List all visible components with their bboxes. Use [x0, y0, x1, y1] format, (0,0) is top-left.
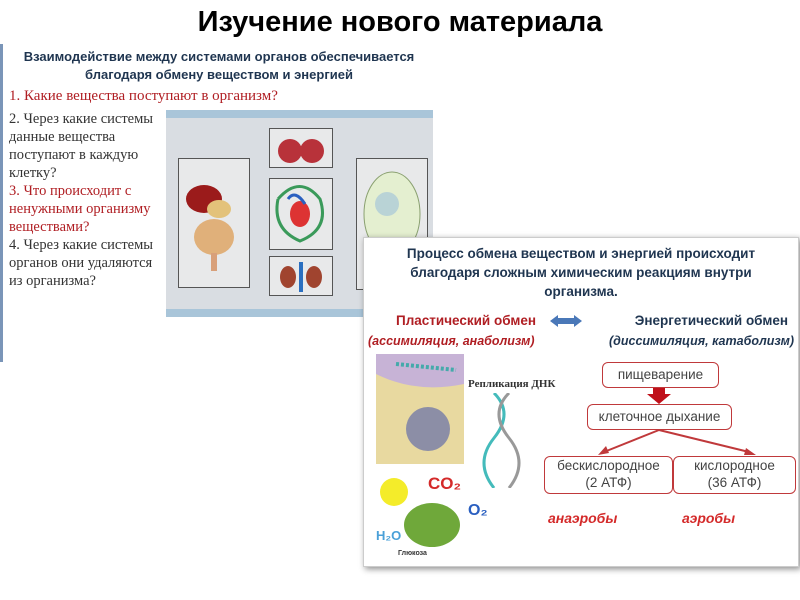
anaerobes-label: анаэробы — [548, 510, 618, 526]
respiratory-system-box — [269, 128, 333, 168]
question-4: 4. Через какие системы органов они удаля… — [9, 237, 154, 289]
organ-systems-diagram — [166, 110, 433, 317]
h2o-label: H₂O — [376, 528, 402, 543]
anaerobic-atp: (2 АТФ) — [585, 475, 632, 490]
questions-list: 2. Через какие системы данные вещества п… — [9, 110, 164, 290]
excretory-system-box — [269, 256, 333, 296]
double-arrow-icon — [550, 315, 582, 327]
digestive-system-box — [178, 158, 250, 288]
aerobic-atp: (36 АТФ) — [707, 475, 762, 490]
anaerobic-label: бескислородное — [557, 458, 660, 473]
heading-line: Взаимодействие между системами органов о… — [23, 49, 415, 64]
aerobic-box: кислородное (36 АТФ) — [673, 456, 796, 494]
heading-line: благодаря обмену веществом и энергией — [85, 67, 353, 82]
glucose-label: Глюкоза — [398, 550, 427, 557]
heading-line: Процесс обмена веществом и энергией прои… — [406, 246, 756, 261]
protein-synthesis-image — [376, 354, 464, 464]
heading-line: благодаря сложным химическим реакциям вн… — [410, 265, 752, 280]
question-2: 2. Через какие системы данные вещества п… — [9, 111, 154, 181]
slide-title: Изучение нового материала — [197, 6, 603, 38]
question-3: 3. Что происходит с ненужными организму … — [9, 183, 151, 235]
photosynthesis-image — [380, 478, 460, 547]
panel1-heading: Взаимодействие между системами органов о… — [3, 48, 435, 84]
digestive-organs-icon — [186, 185, 234, 271]
metabolism-panel: Процесс обмена веществом и энергией прои… — [363, 237, 799, 567]
down-arrow-icon — [647, 388, 671, 404]
energy-exchange-label: Энергетический обмен — [634, 313, 788, 328]
digestion-box: пищеварение — [602, 362, 719, 388]
dna-helix-image — [482, 393, 521, 488]
kidneys-icon — [280, 262, 322, 292]
lungs-icon — [278, 139, 324, 163]
heading-line: организма. — [544, 284, 618, 299]
aerobic-label: кислородное — [694, 458, 775, 473]
branch-arrows — [598, 429, 756, 455]
plastic-subtitle: (ассимиляция, анаболизм) — [368, 334, 535, 348]
aerobes-label: аэробы — [682, 510, 736, 526]
panel2-heading: Процесс обмена веществом и энергией прои… — [364, 244, 798, 301]
organ-systems-panel: Взаимодействие между системами органов о… — [0, 44, 435, 362]
o2-label: O₂ — [468, 502, 488, 519]
dna-replication-label: Репликация ДНК — [468, 378, 556, 390]
plastic-exchange-label: Пластический обмен — [396, 313, 537, 328]
question-1: 1. Какие вещества поступают в организм? — [9, 88, 278, 104]
circulatory-system-box — [269, 178, 333, 250]
heart-vessels-icon — [275, 185, 324, 243]
anaerobic-box: бескислородное (2 АТФ) — [544, 456, 673, 494]
cellular-respiration-box: клеточное дыхание — [587, 404, 732, 430]
energy-subtitle: (диссимиляция, катаболизм) — [608, 334, 794, 348]
co2-label: CO₂ — [428, 474, 462, 493]
